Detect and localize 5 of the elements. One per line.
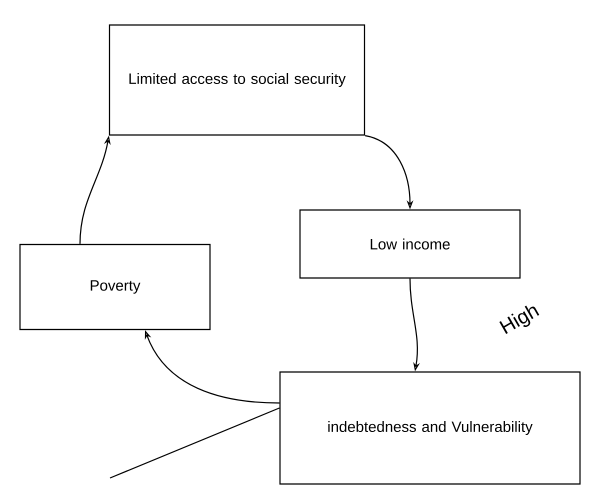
process-box: Low income: [299, 209, 521, 279]
process-box: Limited access to social security: [108, 24, 366, 136]
note-text: High: [499, 306, 540, 334]
process-box: Poverty: [19, 244, 211, 330]
process-box: indebtedness and Vulnerability: [279, 371, 581, 485]
